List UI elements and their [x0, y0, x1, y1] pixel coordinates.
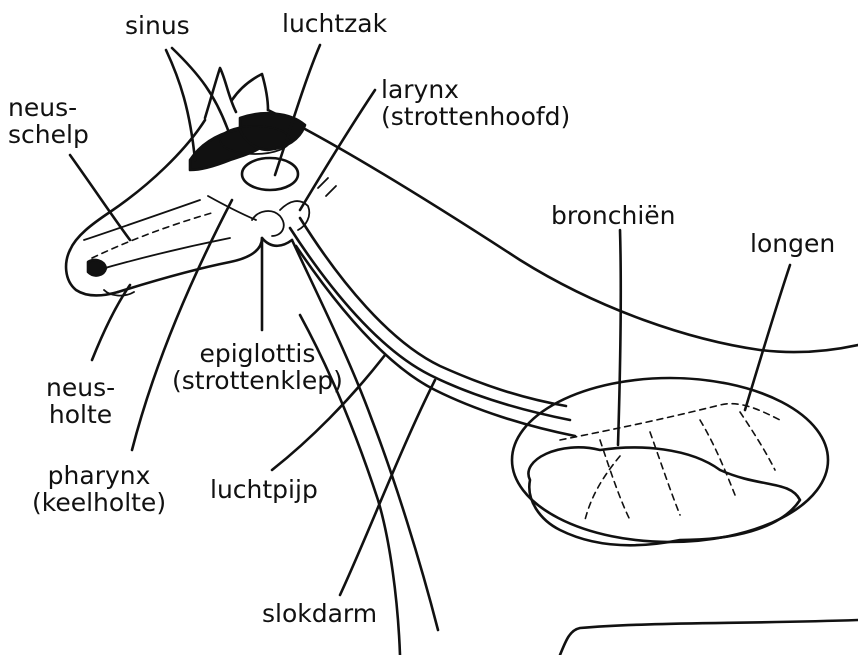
ear-right [232, 74, 268, 110]
label-longen: longen [750, 230, 835, 257]
bronchus-5 [585, 456, 620, 520]
lung-lobe [528, 447, 800, 545]
label-pharynx-line2: (keelholte) [32, 489, 166, 516]
pharynx-leader [132, 200, 232, 450]
label-bronchien: bronchiën [551, 202, 676, 229]
label-larynx-line2: (strottenhoofd) [381, 103, 570, 130]
bronchien-leader [618, 230, 621, 445]
label-luchtzak: luchtzak [282, 10, 387, 37]
label-larynx-line1: larynx [381, 76, 570, 103]
label-neusschelp-line2: schelp [8, 121, 89, 148]
nasal-concha-line [84, 200, 200, 240]
label-neusschelp: neus- schelp [8, 94, 89, 148]
longen-leader [745, 265, 790, 410]
label-neusholte-line1: neus- [46, 374, 115, 401]
guttural-pouch [242, 158, 298, 190]
larynx-leader [300, 90, 375, 210]
luchtzak-leader [275, 45, 320, 175]
label-neusholte-line2: holte [46, 401, 115, 428]
label-luchtpijp: luchtpijp [210, 476, 318, 503]
lungs [512, 378, 828, 545]
jaw-throat [262, 238, 292, 246]
nasal-passage [92, 212, 215, 258]
sinus-upper [240, 113, 305, 150]
bronchus-1 [600, 440, 630, 520]
epiglottis-shape [252, 211, 284, 236]
neusschelp-leader [70, 155, 130, 240]
label-slokdarm: slokdarm [262, 600, 377, 627]
bronchus-3 [700, 420, 735, 495]
label-pharynx-line1: pharynx [32, 462, 166, 489]
label-larynx: larynx (strottenhoofd) [381, 76, 570, 130]
label-epiglottis-line1: epiglottis [172, 340, 343, 367]
label-epiglottis-line2: (strottenklep) [172, 367, 343, 394]
label-pharynx: pharynx (keelholte) [32, 462, 166, 516]
airway-tubes [290, 178, 575, 436]
label-epiglottis: epiglottis (strottenklep) [172, 340, 343, 394]
bronchus-4 [740, 412, 775, 470]
belly-line [560, 620, 858, 655]
trachea-rings [318, 178, 336, 196]
label-neusholte: neus- holte [46, 374, 115, 428]
nostril [88, 260, 106, 275]
label-neusschelp-line1: neus- [8, 94, 89, 121]
bronchus-2 [650, 432, 680, 515]
label-sinus: sinus [125, 12, 190, 39]
